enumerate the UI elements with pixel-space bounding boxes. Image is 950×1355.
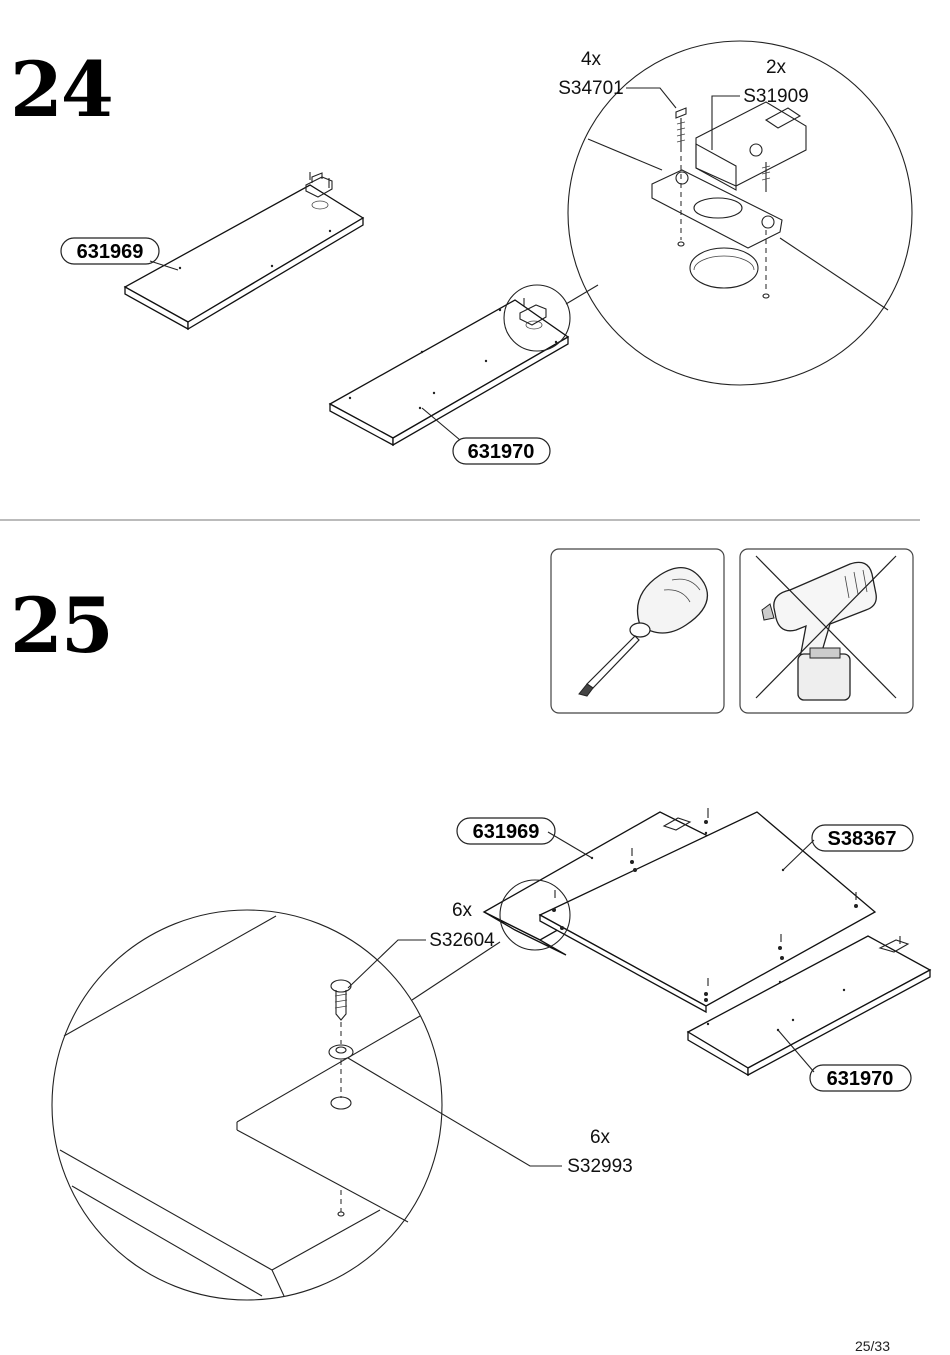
svg-text:S32604: S32604 [429,930,495,951]
panel-631969-step25 [482,808,718,956]
svg-text:6x: 6x [590,1127,611,1148]
label-631970-step25: 631970 [777,1029,912,1092]
label-631969-step24: 631969 [60,237,179,271]
label-cap-S32993: 6x S32993 [347,1057,633,1177]
svg-text:4x: 4x [581,49,602,70]
panel-631969-step24 [123,172,365,331]
svg-text:631970: 631970 [468,441,535,463]
screwdriver-icon [578,567,709,697]
step-24-number: 24 [10,45,114,134]
label-631970-step24: 631970 [421,407,551,465]
page-number: 25/33 [854,1338,890,1354]
svg-text:2x: 2x [766,57,787,78]
tool-forbidden-box [739,548,914,714]
door-S38367 [538,811,877,1014]
forbidden-cross-icon [755,555,897,699]
label-screw-S32604: 6x S32604 [347,900,495,989]
label-hinge-S31909: 2x S31909 [711,57,809,150]
label-631969-step25: 631969 [456,817,593,859]
svg-text:S38367: S38367 [828,828,897,850]
label-screw-S34701: 4x S34701 [558,49,677,109]
tool-allowed-box [550,548,725,714]
svg-text:631969: 631969 [77,241,144,263]
power-drill-icon [761,561,877,701]
svg-text:631970: 631970 [827,1068,894,1090]
svg-text:6x: 6x [452,900,473,921]
svg-text:S32993: S32993 [567,1156,633,1177]
svg-text:S34701: S34701 [558,78,624,99]
hinge-detail-circle [567,40,913,386]
svg-text:631969: 631969 [473,821,540,843]
step-25-diagram: 631969 S38367 631970 6x S32604 6x S32993 [51,808,932,1301]
label-S38367: S38367 [782,824,914,871]
step-25-number: 25 [10,581,114,670]
screw-detail-circle [51,909,443,1301]
panel-631970-step24 [328,284,571,447]
svg-text:S31909: S31909 [743,86,809,107]
step-24-diagram: 631969 631970 [60,40,913,465]
